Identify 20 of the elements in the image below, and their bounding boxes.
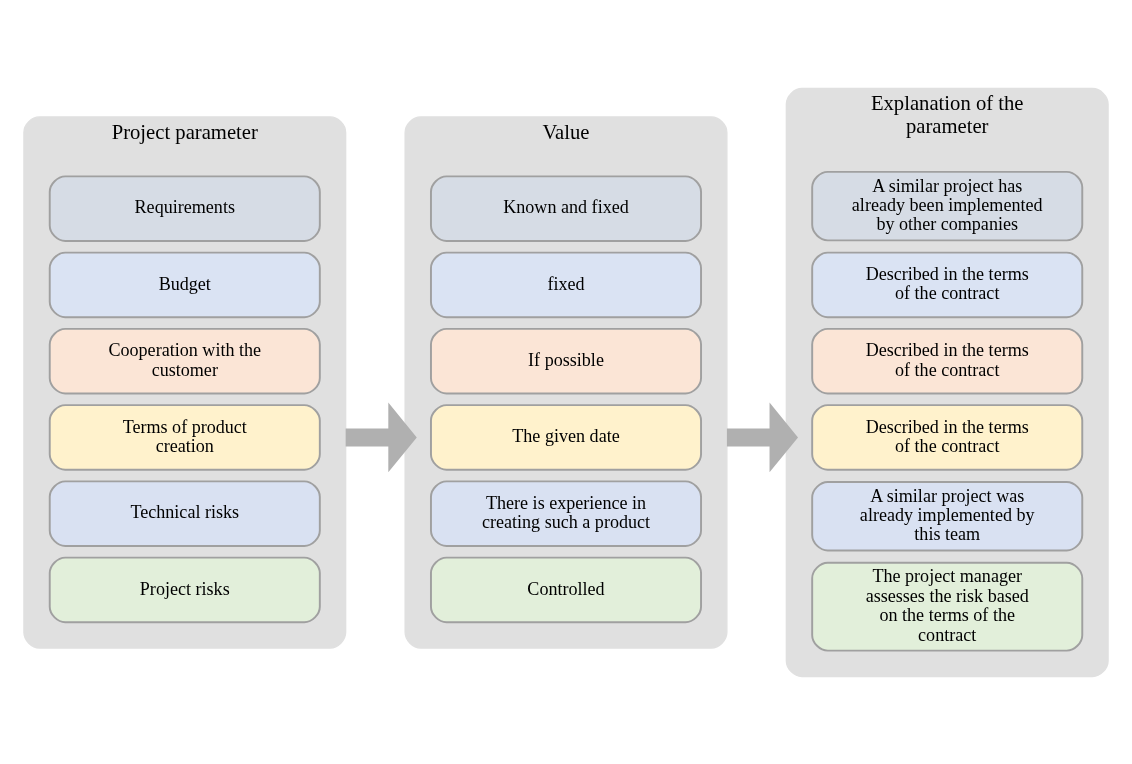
node-box: Described in the terms of the contract <box>811 327 1084 394</box>
node-box: Described in the terms of the contract <box>811 403 1084 471</box>
node-box: A similar project was already implemented by this team <box>811 480 1084 551</box>
node-box: If possible <box>430 327 702 394</box>
node-box: The given date <box>430 403 702 471</box>
arrow <box>726 402 798 472</box>
node-box: Cooperation with the customer <box>48 327 321 394</box>
node-box: The project manager assesses the risk based on the terms of the contract <box>811 561 1084 652</box>
node-box: Described in the terms of the contract <box>811 251 1084 318</box>
node-box: A similar project has already been implemented by other companies <box>811 170 1084 241</box>
arrow <box>345 402 417 472</box>
node-box: fixed <box>430 251 702 318</box>
node-box: There is experience in creating such a product <box>430 479 702 547</box>
node-box: Requirements <box>48 174 321 242</box>
node-box: Terms of product creation <box>48 403 321 471</box>
node-box: Known and fixed <box>430 174 702 242</box>
node-box: Controlled <box>430 556 702 623</box>
node-box: Project risks <box>48 556 321 623</box>
node-box: Technical risks <box>48 479 321 547</box>
node-box: Budget <box>48 251 321 318</box>
